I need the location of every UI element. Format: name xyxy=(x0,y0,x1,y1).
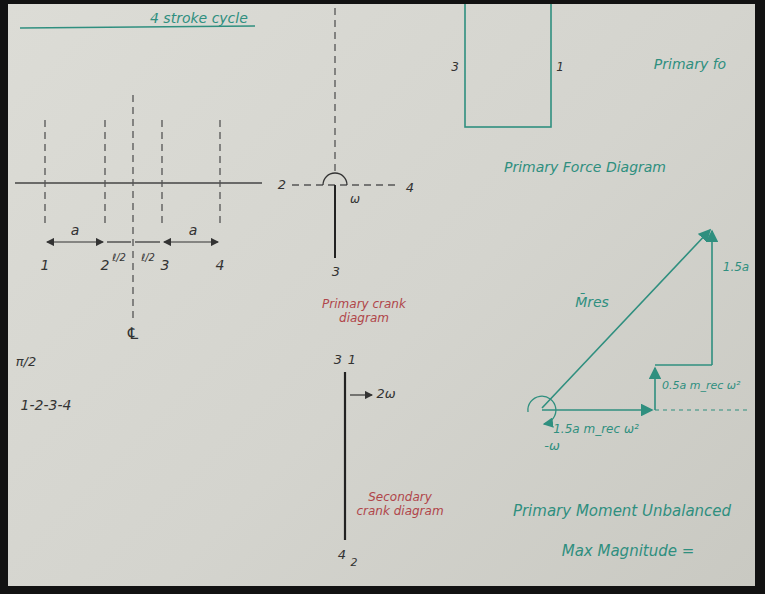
diagram-caption: Primary Force Diagram xyxy=(504,159,666,175)
diagram-caption: Primary crank diagram xyxy=(319,298,409,326)
centerline-symbol: ℄ xyxy=(126,325,140,343)
dimension: ℓ/2 xyxy=(141,252,155,264)
crank-number: 2 xyxy=(101,257,110,273)
crank-number: 3 xyxy=(334,353,342,368)
crank-angle: π/2 xyxy=(16,355,36,370)
crank-number: 2 xyxy=(351,557,358,570)
vector-label: 1.5a xyxy=(723,261,749,275)
dimension: ℓ/2 xyxy=(112,252,126,264)
diagram-caption: Max Magnitude = xyxy=(562,543,695,560)
crank-number: 1 xyxy=(348,353,356,368)
vector-label: 1.5a m_rec ω² xyxy=(553,423,639,437)
crank-number: 4 xyxy=(406,181,414,196)
crank-number: 2 xyxy=(278,178,286,193)
crank-number: 1 xyxy=(556,61,564,75)
firing-order: 1-2-3-4 xyxy=(21,397,72,413)
crank-number: 3 xyxy=(161,257,170,273)
crank-number: 3 xyxy=(332,265,340,280)
whiteboard: 4 stroke cycle12ℓ/2ℓ/234aa℄π/21-2-3-424ω… xyxy=(8,4,755,586)
diagram-caption: Primary Moment Unbalanced xyxy=(513,503,731,520)
crank-number: 1 xyxy=(41,257,50,273)
angular-velocity: 2ω xyxy=(376,387,395,402)
crank-number: 3 xyxy=(451,61,459,75)
vector-label: M̄res xyxy=(575,294,609,310)
angular-velocity: -ω xyxy=(544,439,560,454)
diagram-caption: Secondary crank diagram xyxy=(350,491,450,519)
dimension: a xyxy=(71,222,80,238)
crank-number: 4 xyxy=(338,548,346,563)
vector-label: 0.5a m_rec ω² xyxy=(662,380,740,393)
diagram-caption: Primary fo xyxy=(654,56,726,72)
angular-velocity: ω xyxy=(350,193,360,207)
crank-number: 4 xyxy=(216,257,225,273)
dimension: a xyxy=(189,222,198,238)
page-heading: 4 stroke cycle xyxy=(150,10,248,26)
